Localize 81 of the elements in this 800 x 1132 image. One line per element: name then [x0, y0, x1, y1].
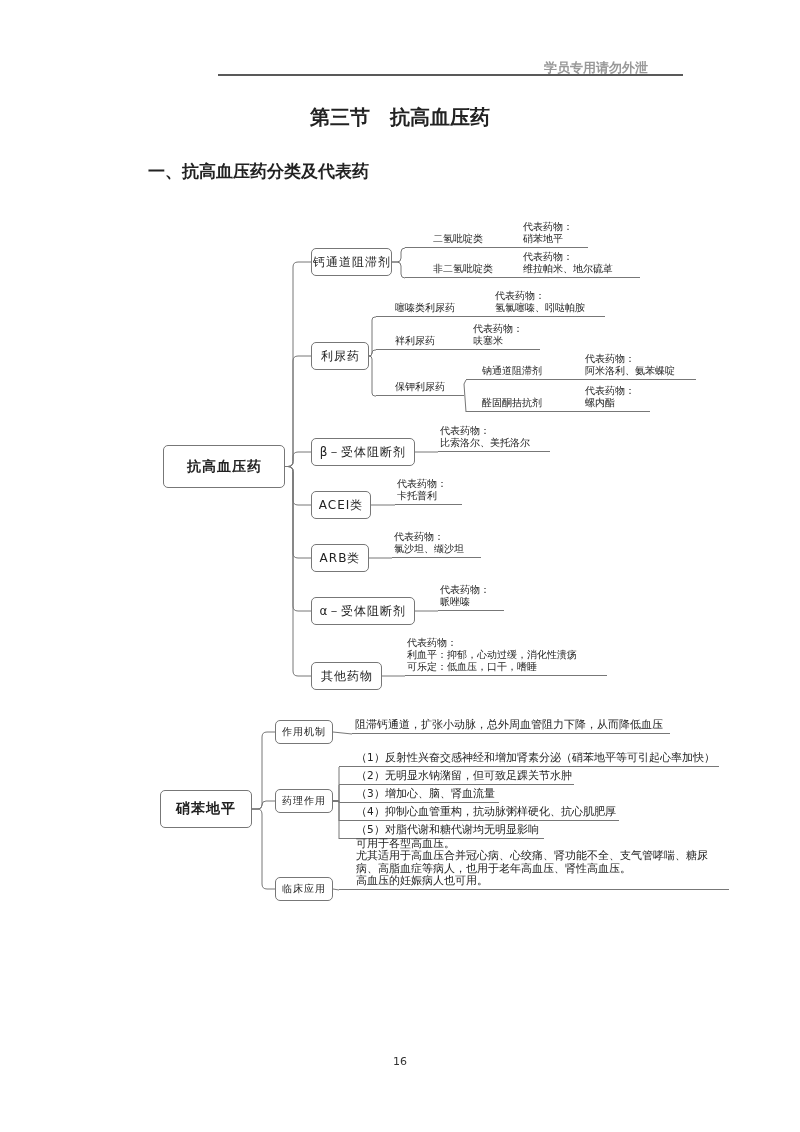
note-text: 代表药物： [440, 584, 490, 596]
topic-box: 药理作用 [275, 789, 333, 813]
topic-box: β－受体阻断剂 [311, 438, 415, 466]
branch-line [339, 786, 499, 803]
header-text: 学员专用请勿外泄 [544, 59, 648, 77]
connector-line [463, 383, 467, 413]
connector-line [332, 731, 353, 735]
note-text: 代表药物： [585, 385, 635, 397]
connector-line [463, 379, 467, 385]
connector-line [368, 355, 377, 397]
topic-box: ARB类 [311, 544, 369, 572]
note-text: （4）抑制心血管重构，抗动脉粥样硬化、抗心肌肥厚 [356, 805, 616, 818]
note-text: （2）无明显水钠潴留，但可致足踝关节水肿 [356, 769, 572, 782]
note-text: 代表药物： [407, 637, 458, 649]
note-text: 利血平：抑郁，心动过缓，消化性溃疡 [407, 649, 577, 661]
note-text: 呋塞米 [473, 335, 504, 347]
topic-box: ACEI类 [311, 491, 371, 519]
note-text: （3）增加心、脑、肾血流量 [356, 787, 495, 800]
connector-line [381, 675, 406, 677]
branch-line [466, 350, 696, 380]
branch-label: 醛固酮拮抗剂 [482, 397, 542, 409]
note-text: 卡托普利 [397, 490, 438, 502]
branch-line [405, 250, 640, 278]
note-text: 代表药物： [440, 425, 491, 437]
topic-box: 作用机制 [275, 720, 333, 744]
branch-label: 非二氢吡啶类 [433, 263, 493, 275]
note-text: 代表药物： [523, 221, 573, 233]
branch-line [395, 476, 462, 505]
note-text: 螺内酯 [585, 397, 616, 409]
note-text: 高血压的妊娠病人也可用。 [356, 874, 489, 887]
branch-line [339, 804, 619, 821]
topic-box: α－受体阻断剂 [311, 597, 415, 625]
connector-line [368, 557, 393, 559]
note-text: 哌唑嗪 [440, 596, 471, 608]
root-box: 抗高血压药 [163, 445, 285, 488]
page-title: 第三节 抗高血压药 [309, 104, 491, 131]
branch-line [339, 822, 544, 839]
topic-box: 利尿药 [311, 342, 369, 370]
note-text: 阻滞钙通道，扩张小动脉，总外周血管阻力下降，从而降低血压 [355, 718, 663, 731]
note-text: 硝苯地平 [523, 233, 564, 245]
branch-line [339, 768, 574, 785]
section-heading: 一、抗高血压药分类及代表药 [148, 160, 369, 183]
page-number: 16 [393, 1055, 407, 1068]
branch-line [376, 321, 540, 350]
root-box: 硝苯地平 [160, 790, 252, 828]
branch-line [376, 288, 605, 317]
branch-line [438, 423, 550, 452]
branch-label: 袢利尿药 [395, 335, 435, 347]
branch-label: 噻嗪类利尿药 [395, 302, 455, 314]
note-text: 代表药物： [397, 478, 447, 490]
note-text: 维拉帕米、地尔硫䓬 [523, 263, 613, 275]
note-text: 代表药物： [585, 353, 636, 365]
branch-line [466, 383, 650, 412]
connector-line [370, 504, 396, 506]
note-text: 代表药物： [473, 323, 523, 335]
note-text: （1）反射性兴奋交感神经和增加肾素分泌（硝苯地平等可引起心率加快） [356, 751, 715, 764]
note-text: 氢氯噻嗪、吲哒帕胺 [495, 302, 585, 314]
note-text: 可乐定：低血压，口干，嗜睡 [407, 661, 538, 673]
connector-line [391, 261, 406, 279]
note-text: 代表药物： [394, 531, 445, 543]
note-text: 尤其适用于高血压合并冠心病、心绞痛、肾功能不全、支气管哮喘、糖尿病、高脂血症等病人，也用于老年高血压、肾性高血压。 [356, 849, 709, 875]
note-text: 代表药物： [523, 251, 573, 263]
topic-box: 临床应用 [275, 877, 333, 901]
note-text: 氯沙坦、缬沙坦 [394, 543, 464, 555]
topic-box: 钙通道阻滞剂 [311, 248, 392, 276]
note-text: 代表药物： [495, 290, 546, 302]
branch-label: 保钾利尿药 [395, 381, 445, 393]
branch-line [438, 582, 504, 611]
note-text: （5）对脂代谢和糖代谢均无明显影响 [356, 823, 539, 836]
note-text: 可用于各型高血压。 [356, 836, 456, 850]
note-text: 阿米洛利、氨苯蝶啶 [585, 365, 675, 377]
topic-box: 其他药物 [311, 662, 382, 690]
branch-line [392, 529, 481, 558]
connector-line [368, 349, 377, 357]
connector-line [414, 451, 439, 453]
branch-label: 二氢吡啶类 [433, 233, 483, 245]
connector-line [332, 888, 340, 891]
branch-label: 钠通道阻滞剂 [482, 365, 542, 377]
branch-line [339, 750, 719, 767]
note-text: 比索洛尔、美托洛尔 [440, 437, 530, 449]
connector-line [414, 610, 439, 612]
